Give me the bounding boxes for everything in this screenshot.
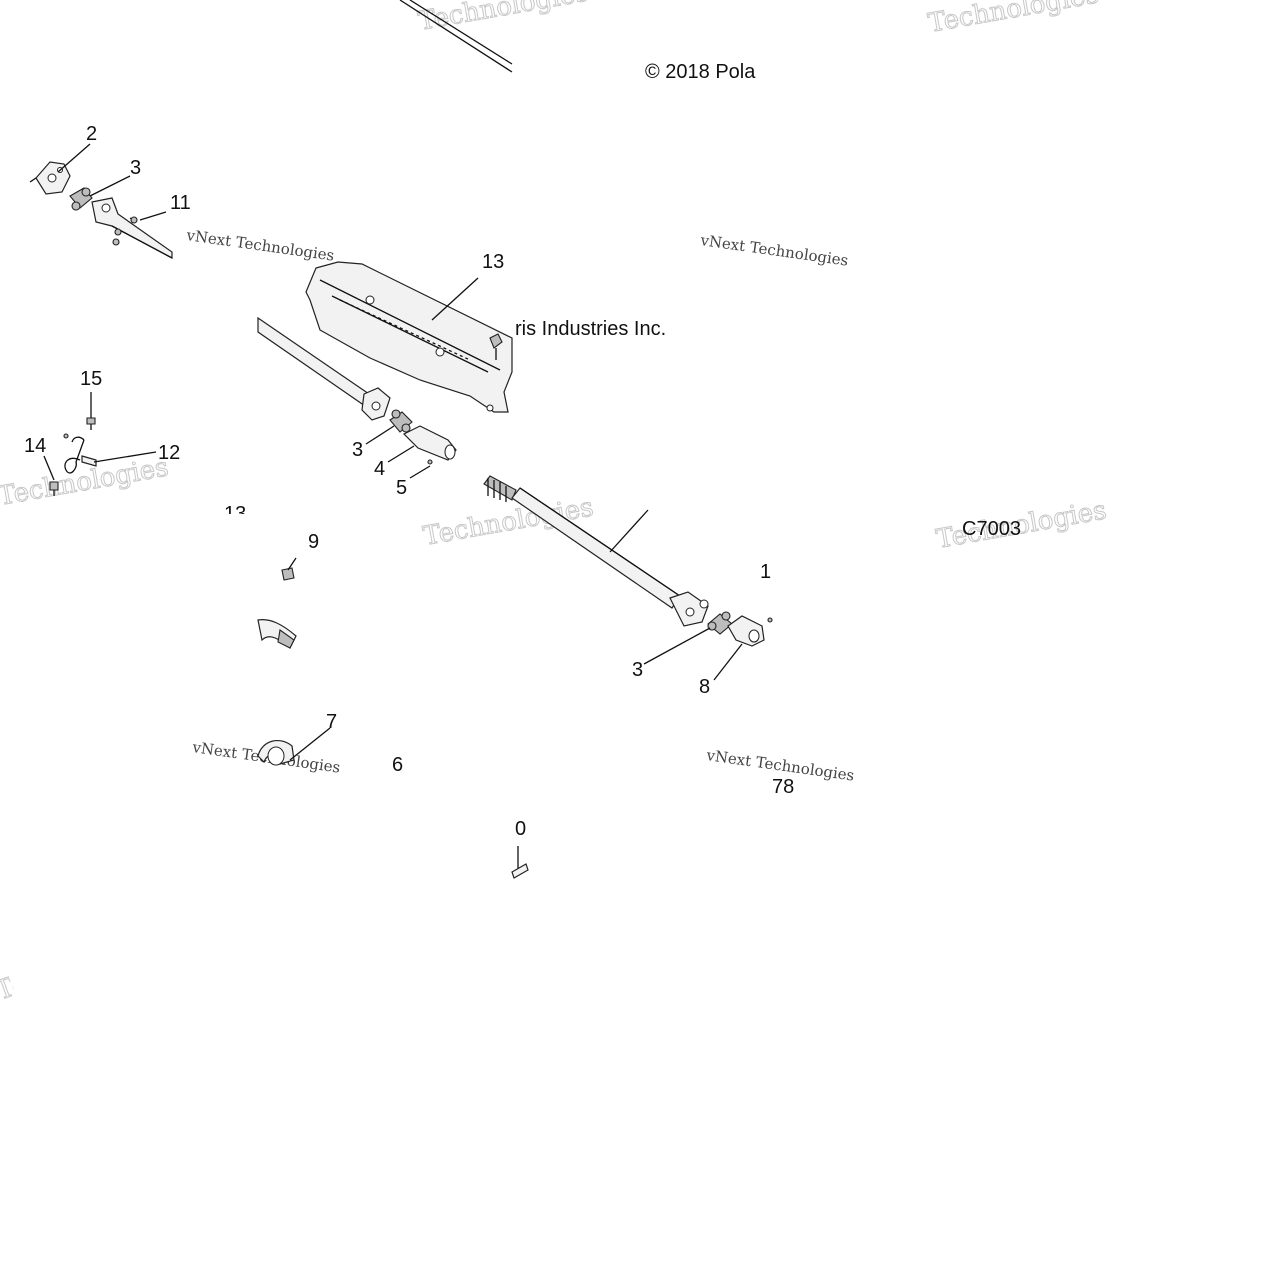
rear-driveshaft — [483, 475, 709, 627]
callout-0: 0 — [515, 818, 526, 840]
center-driveshaft — [257, 316, 391, 421]
bolt-9 — [281, 557, 297, 581]
callout-3: 3 — [130, 157, 141, 179]
bolt-15 — [86, 417, 96, 430]
callout-1: 1 — [760, 561, 771, 583]
u-joint-cross — [69, 187, 93, 211]
callout-78: 78 — [772, 776, 794, 798]
copyright-text: ris Industries Inc. — [515, 318, 666, 340]
callout-7: 7 — [326, 711, 337, 733]
front-flange-yoke — [29, 161, 71, 195]
upper-shaft-fragment — [399, 0, 513, 73]
watermark: Technologies — [0, 920, 164, 1007]
callout-13: 13 — [482, 251, 504, 273]
watermark: Technologies — [934, 495, 1109, 554]
bearing-7 — [257, 739, 295, 766]
callout-4: 4 — [374, 458, 385, 480]
rear-u-joint — [707, 611, 733, 635]
watermark: Technologies — [416, 0, 591, 37]
callout-12: 12 — [158, 442, 180, 464]
rear-yoke — [727, 615, 773, 647]
callout-11: 11 — [170, 192, 191, 214]
callout-9: 9 — [308, 531, 319, 553]
copyright-text: © 2018 Pola — [645, 61, 756, 83]
carrier-bracket — [305, 261, 513, 413]
callout-3: 3 — [352, 439, 363, 461]
watermark: Technologies — [926, 0, 1101, 39]
bearing-fragment — [257, 619, 297, 649]
retaining-clip — [64, 436, 97, 474]
callout-5: 5 — [396, 477, 407, 499]
callout-15: 15 — [80, 368, 102, 390]
bolt-14 — [49, 433, 69, 496]
slip-yoke — [402, 425, 457, 465]
callout-3: 3 — [632, 659, 643, 681]
watermark: vNext Technologies — [698, 231, 849, 270]
callout-6: 6 — [392, 754, 403, 776]
callout-8: 8 — [699, 676, 710, 698]
callout-2: 2 — [86, 123, 97, 145]
leader-lines — [43, 143, 743, 761]
callout-13-partial: 13 — [224, 503, 246, 525]
front-driveshaft-fragment — [91, 197, 173, 259]
center-u-joint — [389, 409, 413, 433]
callout-14: 14 — [24, 435, 46, 457]
pin-0 — [511, 846, 529, 879]
diagram-code: C7003 — [962, 518, 1021, 540]
